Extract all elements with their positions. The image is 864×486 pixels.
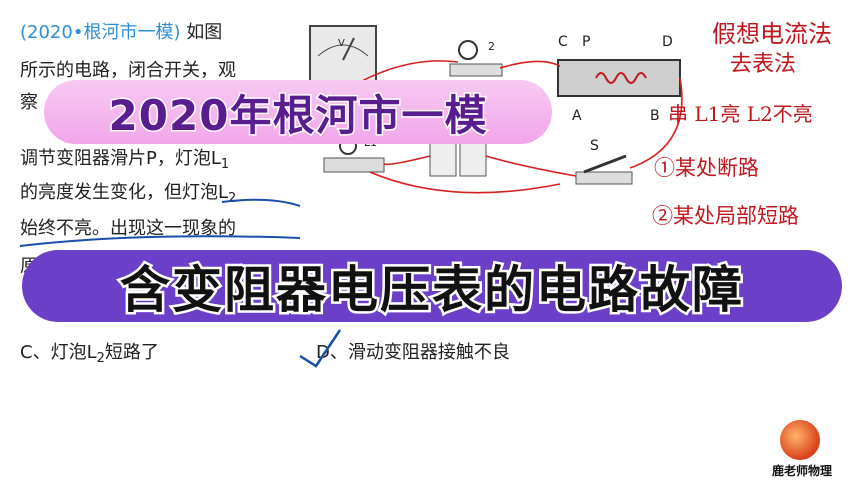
- label-b: B: [650, 108, 660, 124]
- note-5: ②某处局部短路: [652, 204, 799, 228]
- bulb-l2: 2: [449, 40, 503, 77]
- deer-icon: [780, 420, 820, 460]
- note-2: 去表法: [730, 52, 797, 77]
- question-line-6: 始终不亮。出现这一现象的: [20, 218, 236, 239]
- circuit-diagram: V 2 L1 C P D A B S: [309, 25, 683, 194]
- underline-mark: [19, 235, 301, 247]
- question-line-3: 察: [20, 92, 38, 113]
- label-d: D: [662, 34, 673, 50]
- question-line-2: 所示的电路，闭合开关，观: [20, 60, 236, 81]
- question-line-4-text: 调节变阻器滑片P，灯泡L: [20, 148, 221, 169]
- question-source: (2020•根河市一模): [20, 22, 181, 43]
- voltmeter: V: [309, 25, 377, 83]
- label-p: P: [582, 34, 590, 50]
- question-line-4-sub: 1: [220, 157, 230, 172]
- title-banner: 2020年根河市一模: [44, 80, 552, 144]
- option-c: C、灯泡L2短路了: [20, 340, 159, 372]
- note-4: ①某处断路: [654, 156, 759, 180]
- question-line-4: 调节变阻器滑片P，灯泡L1: [20, 146, 229, 178]
- main-banner-text: 含变阻器电压表的电路故障: [118, 259, 745, 322]
- option-c-rest: 短路了: [104, 342, 159, 363]
- question-line-5-text: 的亮度发生变化，但灯泡L: [20, 182, 229, 203]
- option-c-text: C、灯泡L: [20, 342, 97, 363]
- question-line-1: (2020•根河市一模) 如图: [20, 20, 222, 46]
- label-a: A: [572, 108, 582, 124]
- label-s: S: [590, 138, 599, 154]
- label-c: C: [558, 34, 568, 50]
- bulb-l2-label: 2: [488, 40, 495, 53]
- question-line-1-text: 如图: [186, 22, 223, 43]
- question-line-5-sub: 2: [228, 191, 237, 206]
- title-banner-text: 2020年根河市一模: [107, 89, 488, 141]
- option-d: D、滑动变阻器接触不良: [316, 342, 510, 363]
- note-1: 假想电流法: [712, 20, 832, 48]
- question-line-5: 的亮度发生变化，但灯泡L2: [20, 180, 236, 212]
- watermark-logo: 鹿老师物理: [772, 420, 852, 480]
- voltmeter-label: V: [338, 38, 345, 49]
- check-mark: [299, 329, 342, 368]
- main-banner: 含变阻器电压表的电路故障: [22, 250, 842, 322]
- watermark-text: 鹿老师物理: [772, 464, 833, 478]
- option-c-sub: 2: [96, 351, 105, 366]
- underline-mark-2: [221, 198, 301, 207]
- switch: S: [575, 138, 633, 185]
- rheostat: C P D A B: [557, 34, 681, 124]
- note-3: 串 L1亮 L2不亮: [668, 102, 813, 126]
